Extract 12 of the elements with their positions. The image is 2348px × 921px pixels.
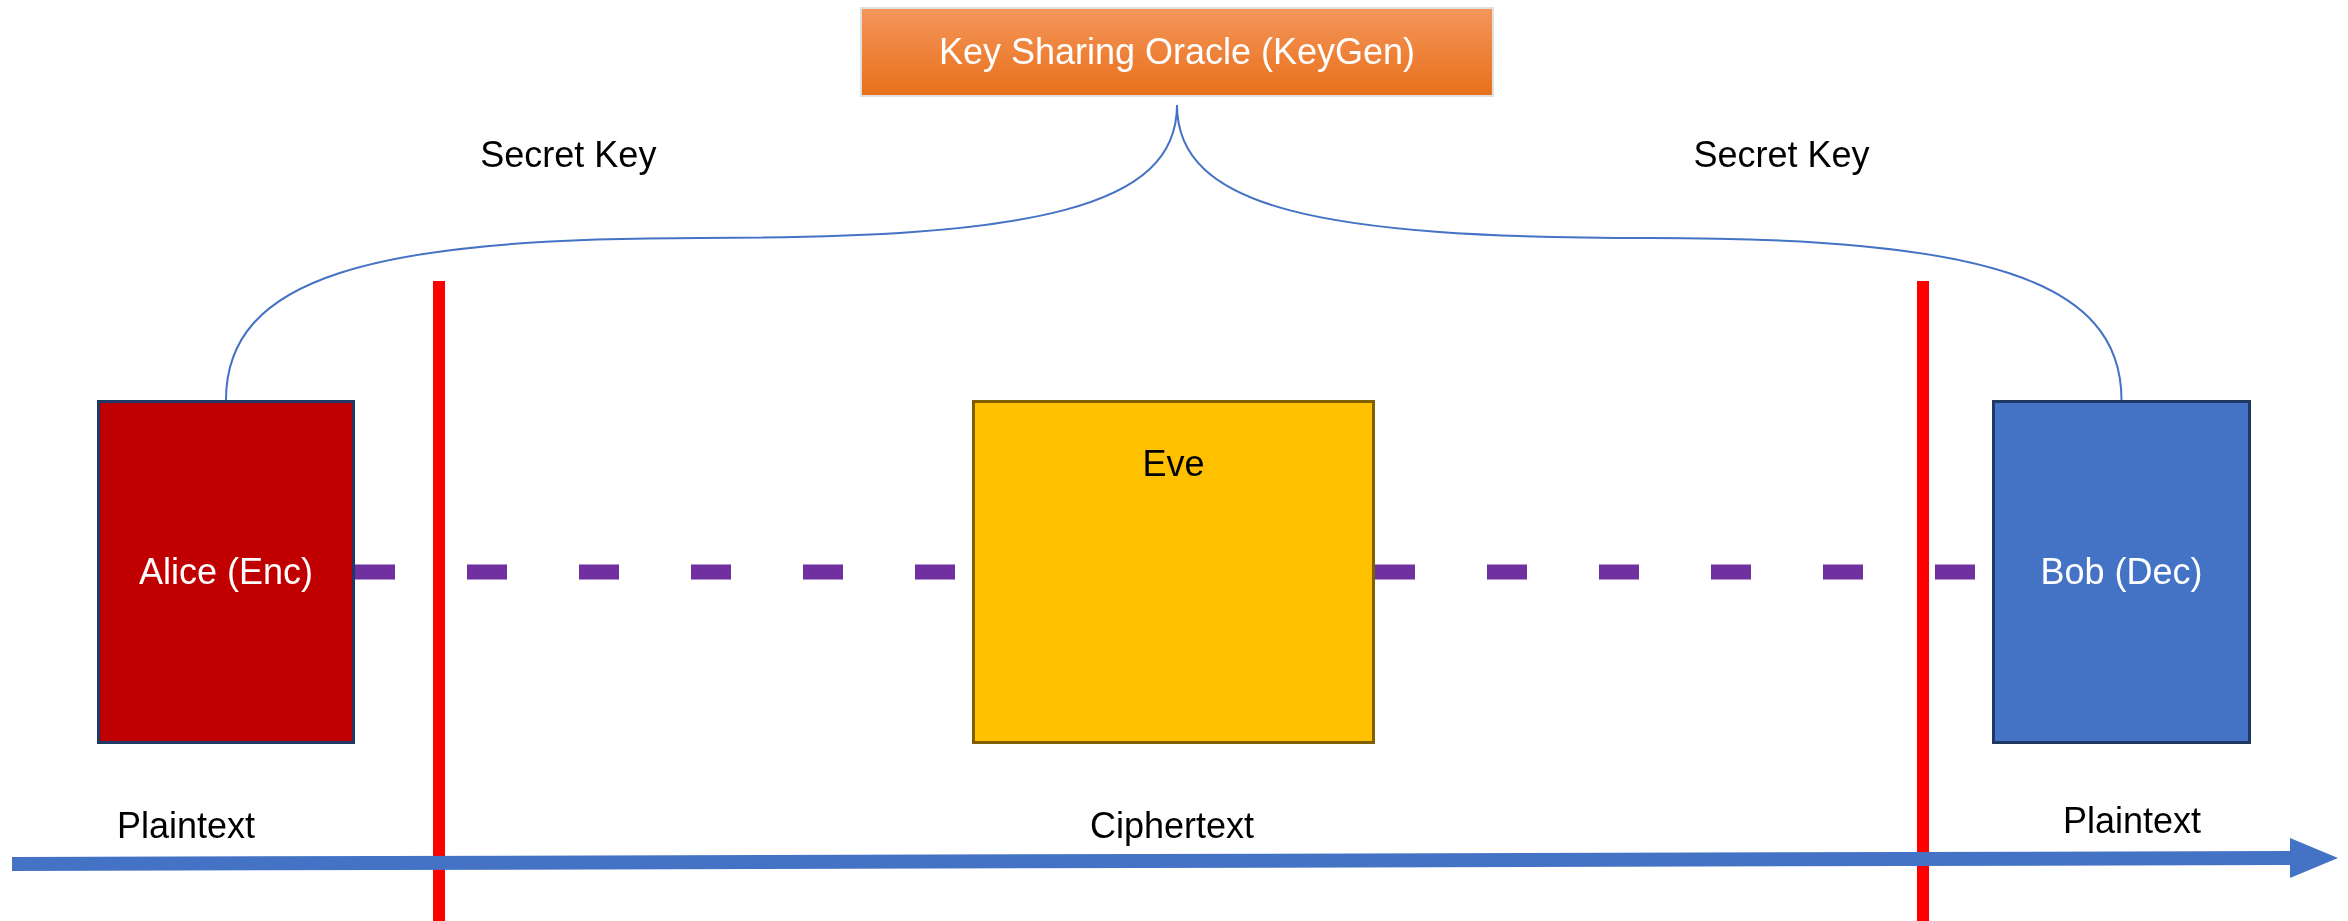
oracle-box <box>860 7 1494 97</box>
node-label: Bob (Dec) <box>2040 551 2203 593</box>
node-label: Key Sharing Oracle (KeyGen) <box>938 31 1416 73</box>
decryptor-box <box>1992 400 2251 744</box>
brace-line <box>1176 104 2123 401</box>
node-label: Alice (Enc) <box>138 551 313 593</box>
stage-label: Ciphertext <box>1089 805 1255 847</box>
eavesdropper-box <box>972 400 1375 744</box>
node-label: Eve <box>1142 443 1205 485</box>
encryptor-box <box>97 400 355 744</box>
stage-label: Plaintext <box>117 805 256 847</box>
stage-label: Plaintext <box>2063 800 2202 842</box>
